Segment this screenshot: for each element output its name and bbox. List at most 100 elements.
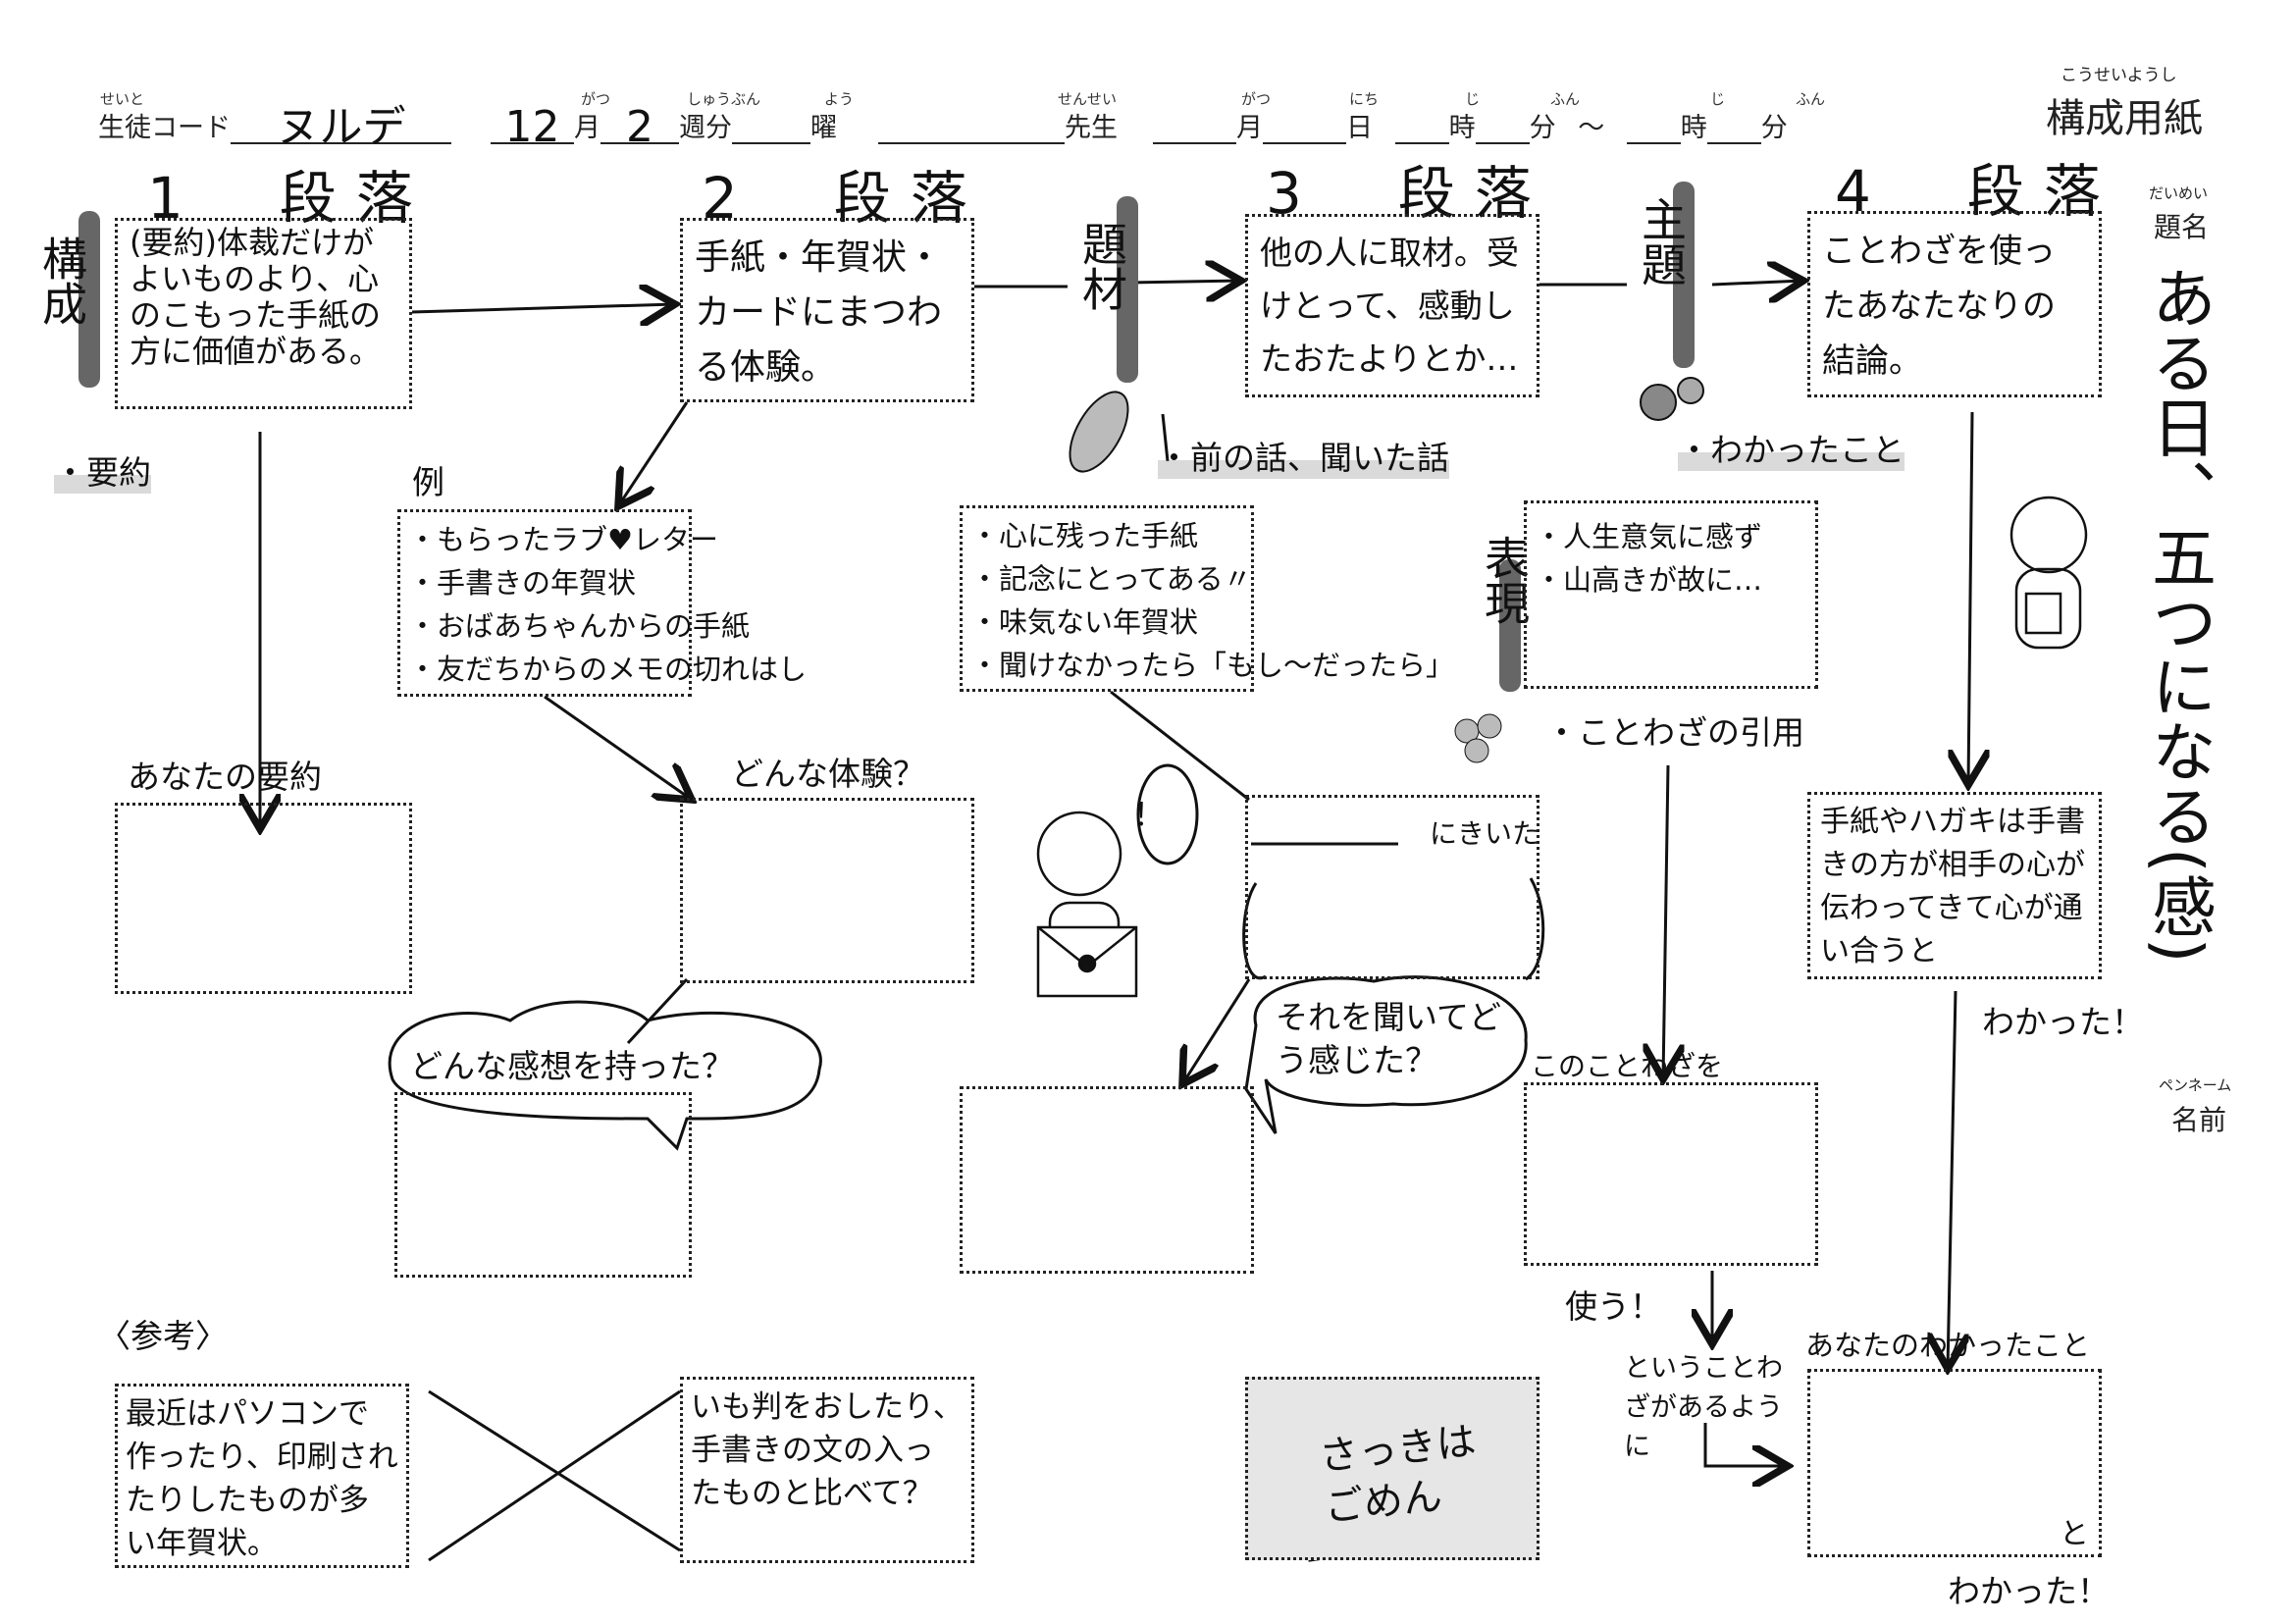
hour-label-2: 時 (1680, 113, 1707, 143)
end-minute-value[interactable] (1706, 113, 1761, 144)
example-item: ・手書きの年賀状 (408, 566, 637, 600)
wakatta-koto-note: ・わかったこと (1678, 424, 1905, 471)
hour-label: 時 (1448, 113, 1476, 143)
sticker-illustration: さっきはごめん (1245, 1377, 1539, 1560)
student-code-ruby: せいと (100, 90, 145, 108)
expression-item: ・人生意気に感ず (1535, 520, 1763, 553)
anata-no-wakatta-prompt: あなたのわかったこと (1805, 1329, 2091, 1362)
teacher-label: 先生 (1065, 113, 1118, 143)
week-label: 週分 (679, 113, 732, 143)
day-ruby: よう (824, 90, 855, 108)
student-code-label: 生徒コード (98, 113, 231, 143)
interview-input-box[interactable]: にきいた (1245, 795, 1539, 979)
impression-input-box[interactable] (394, 1092, 692, 1278)
start-minute-value[interactable] (1475, 113, 1530, 144)
title-value[interactable]: ある日、五つになる(感) (2141, 265, 2217, 964)
end-hour-value[interactable] (1626, 113, 1681, 144)
proverb-input-box[interactable] (1524, 1082, 1818, 1266)
mae-no-hanashi-note: ・前の話、聞いた話 (1158, 432, 1449, 479)
summary-input-box[interactable] (115, 803, 412, 994)
cherry-icon (1640, 377, 1704, 421)
date-month-ruby: がつ (1241, 90, 1272, 108)
title-ruby: だいめい (2149, 184, 2209, 202)
hour-ruby-2: じ (1710, 90, 1726, 108)
experience-input-box[interactable] (680, 798, 974, 983)
title-label: 題名 (2154, 211, 2210, 243)
month-value[interactable]: 12 (491, 106, 574, 149)
month-label: 月 (574, 113, 600, 143)
minute-ruby-2: ふん (1796, 90, 1826, 108)
tilde: ～ (1578, 113, 1605, 143)
sheet-title-ruby: こうせいようし (2061, 66, 2177, 85)
flower-icon (1454, 713, 1502, 763)
wakatta-2: わかった！ (1948, 1572, 2110, 1610)
sticker-text: さっきはごめん (1317, 1418, 1479, 1532)
paragraph-1-text: (要約)体裁だけがよいものより、心のこもった手紙の方に価値がある。 (130, 224, 382, 370)
shudai-label: 主題 (1635, 196, 1688, 287)
week-value[interactable]: 2 (600, 106, 679, 149)
reference-right-box: いも判をおしたり、手書きの文の入ったものと比べて？ (680, 1377, 974, 1563)
reference-right-text: いも判をおしたり、手書きの文の入ったものと比べて？ (691, 1389, 964, 1511)
example-item: ・聞けなかったら「もし〜だったら」 (970, 649, 1455, 682)
paragraph-4-box[interactable]: ことわざを使ったあなたなりの結論。 (1807, 211, 2102, 397)
kono-kotowaza-prompt: このことわざを (1531, 1050, 1724, 1082)
example-item: ・心に残った手紙 (970, 519, 1199, 552)
exclaim-bubble-text: ！ (1133, 796, 1166, 833)
wakatta-1: わかった！ (1982, 1003, 2144, 1041)
example-item: ・おばあちゃんからの手紙 (408, 609, 751, 643)
kiite-dou-prompt: それを聞いてどう感じた？ (1276, 998, 1502, 1079)
toiu-kotowaza-prompt: ということわざがあるように (1624, 1353, 1783, 1462)
example-item: ・もらったラブ♥レター (408, 523, 718, 556)
date-day-value[interactable] (1263, 113, 1346, 144)
teacher-value[interactable] (878, 113, 1065, 144)
conclusion-box: 手紙やハガキは手書きの方が相手の心が伝わってきて心が通い合うと (1807, 792, 2102, 979)
example-item: ・記念にとってある〃 (970, 562, 1252, 596)
paragraph-3-box[interactable]: 他の人に取材。受けとって、感動したおたよりとか… (1245, 214, 1539, 397)
example-item: ・味気ない年賀状 (970, 605, 1199, 639)
example-item: ・友だちからのメモの切れはし (408, 653, 808, 686)
teacher-ruby: せんせい (1058, 90, 1118, 108)
day-value[interactable] (732, 113, 810, 144)
hyougen-bar (1499, 559, 1521, 692)
week-ruby: しゅうぶん (687, 90, 761, 108)
penname-ruby: ペンネーム (2159, 1076, 2232, 1094)
paragraph-2-box[interactable]: 手紙・年賀状・カードにまつわる体験。 (680, 218, 974, 402)
paragraph-3-text: 他の人に取材。受けとって、感動したおたよりとか… (1260, 234, 1519, 378)
examples-p2-box: ・もらったラブ♥レター ・手書きの年賀状 ・おばあちゃんからの手紙 ・友だちから… (397, 509, 808, 697)
leaf-icon (1069, 391, 1129, 473)
daizai-bar (1117, 196, 1138, 383)
shudai-bar (1673, 182, 1695, 368)
youyaku-note: ・要約 (54, 446, 151, 494)
hour-ruby: じ (1465, 90, 1481, 108)
penname-label: 名前 (2171, 1104, 2227, 1136)
minute-label: 分 (1529, 113, 1556, 143)
teacher-field: せんせい 先生 (878, 88, 1118, 144)
final-conclusion-input-box[interactable]: と (1807, 1369, 2102, 1557)
examples-p3-box: ・心に残った手紙 ・記念にとってある〃 ・味気ない年賀状 ・聞けなかったら「もし… (960, 505, 1455, 692)
month-ruby: がつ (581, 90, 611, 108)
conclusion-text: 手紙やハガキは手書きの方が相手の心が伝わってきて心が通い合うと (1820, 805, 2085, 969)
paragraph-4-text: ことわざを使ったあなたなりの結論。 (1822, 232, 2056, 381)
daizai-label: 題材 (1075, 221, 1128, 311)
paragraph-1-box[interactable]: (要約)体裁だけがよいものより、心のこもった手紙の方に価値がある。 (115, 218, 412, 409)
expression-item: ・山高きが故に… (1535, 563, 1763, 597)
date-month-value[interactable] (1153, 113, 1236, 144)
bear-illustration-left (1036, 811, 1138, 998)
date-day-label: 日 (1346, 113, 1373, 143)
minute-label-2: 分 (1760, 113, 1788, 143)
kousei-bar (78, 211, 100, 388)
date-month-label: 月 (1236, 113, 1263, 143)
donna-kansou-prompt: どんな感想を持った？ (410, 1047, 734, 1085)
start-hour-value[interactable] (1394, 113, 1449, 144)
to-label: と (2060, 1517, 2089, 1551)
student-code-field: せいと 生徒コードヌルデ (98, 88, 451, 149)
datetime-field: がつ にち じ ふん じ ふん 月日 時分 ～ 時分 (1153, 88, 1825, 144)
day-label: 曜 (810, 113, 837, 143)
expressions-box: ・人生意気に感ず ・山高きが故に… (1524, 500, 1818, 689)
student-code-value[interactable]: ヌルデ (231, 106, 451, 149)
ni-kiita-prompt: にきいた (1430, 817, 1540, 850)
date-day-ruby: にち (1349, 90, 1380, 108)
kotowaza-inyou-note: ・ことわざの引用 (1545, 713, 1804, 752)
paragraph-2-text: 手紙・年賀状・カードにまつわる体験。 (695, 237, 943, 388)
feeling-input-box[interactable] (960, 1086, 1254, 1274)
